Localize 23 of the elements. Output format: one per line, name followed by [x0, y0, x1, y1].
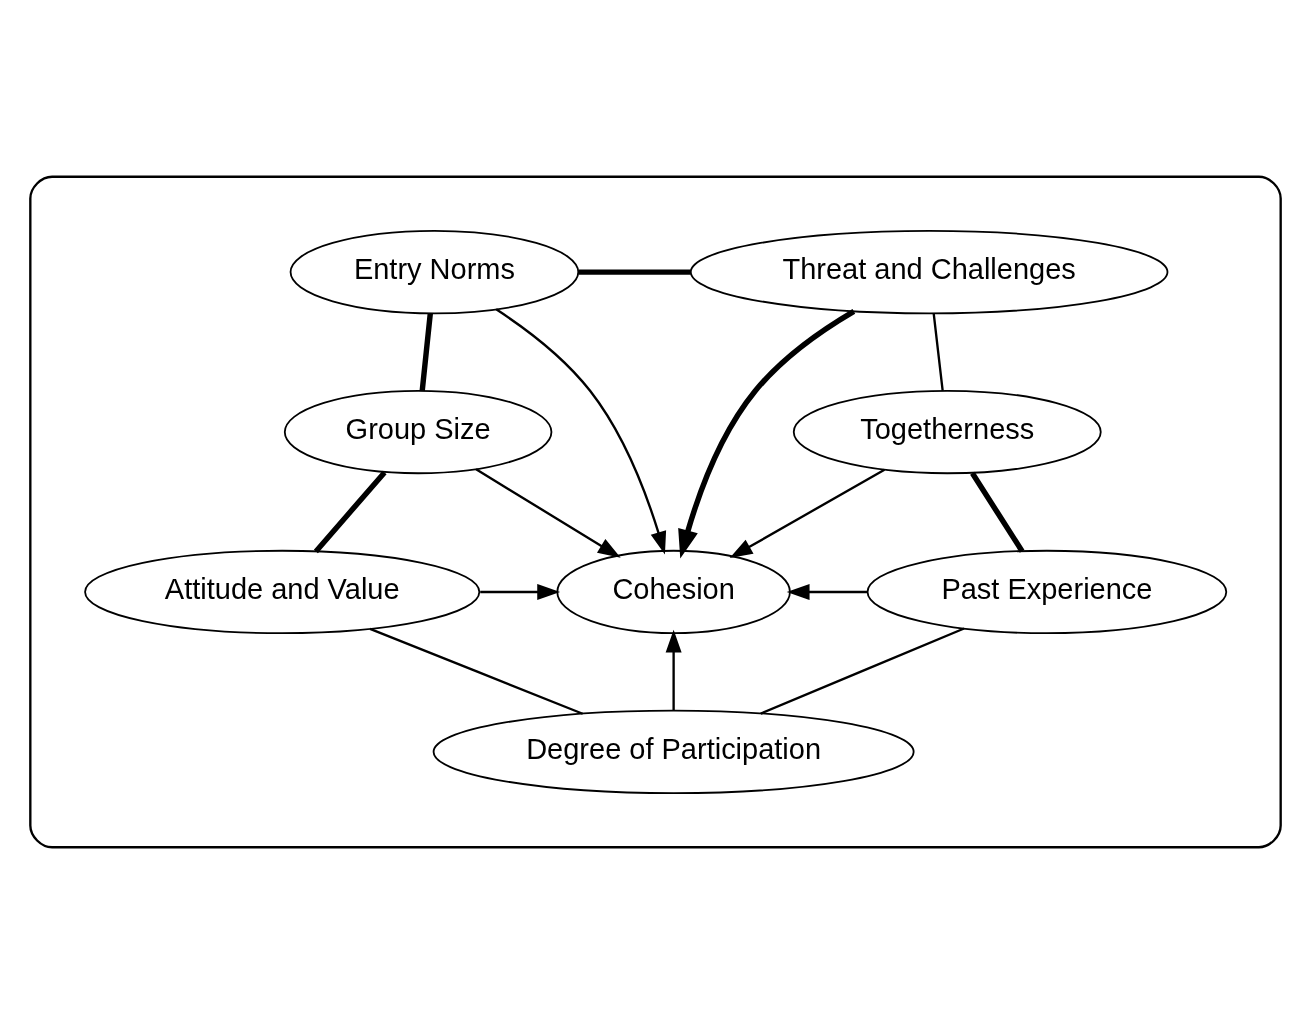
- connector: [970, 471, 1025, 553]
- node-ellipse: Entry Norms: [289, 229, 580, 314]
- node-ellipse: Togetherness: [792, 389, 1102, 474]
- node-ellipse: Threat and Challenges: [689, 229, 1169, 314]
- arrow: [480, 583, 561, 600]
- connector: [369, 627, 584, 715]
- arrow: [495, 307, 667, 554]
- connector: [760, 626, 965, 715]
- connector: [313, 470, 387, 553]
- arrow: [678, 308, 856, 559]
- arrow: [475, 467, 621, 558]
- connector: [419, 312, 433, 391]
- arrow: [729, 468, 886, 558]
- connector: [578, 268, 691, 275]
- node-ellipse: Attitude and Value: [84, 549, 481, 634]
- arrow: [786, 583, 868, 600]
- node-ellipse: Group Size: [283, 389, 553, 474]
- node-ellipse: Cohesion: [556, 549, 791, 634]
- cluster: [29, 175, 1282, 848]
- connector: [932, 312, 944, 391]
- node-ellipse: Degree of Participation: [432, 709, 915, 794]
- arrow: [665, 629, 682, 711]
- node-ellipse: Past Experience: [866, 549, 1228, 634]
